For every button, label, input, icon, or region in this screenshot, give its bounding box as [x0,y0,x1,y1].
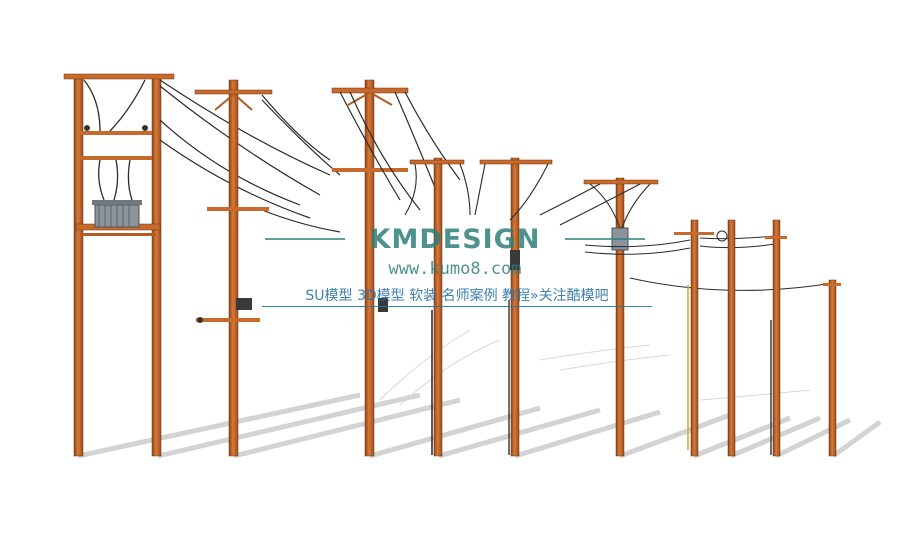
distribution-pole-2 [194,79,273,457]
distribution-pole-3 [331,79,461,457]
watermark-line-right [565,238,645,240]
distribution-pole-5 [474,157,553,457]
watermark-url: www.kumo8.com [388,259,522,279]
pole-shadows [77,392,882,459]
h-frame-transformer-pole [63,73,175,457]
wire-shadows [379,329,811,406]
transformer-box [92,200,142,228]
distribution-pole-9 [765,219,787,457]
watermark-brand: KMDESIGN [369,224,541,255]
distribution-pole-6 [539,177,659,457]
watermark-line-left [265,238,345,240]
distribution-pole-8 [716,219,736,457]
watermark-tagline: SU模型 3D模型 软装 名师案例 教程»关注酷模吧 [262,285,652,307]
distribution-pole-4 [404,157,471,457]
distribution-pole-10 [823,279,841,457]
distribution-pole-7 [674,219,714,457]
